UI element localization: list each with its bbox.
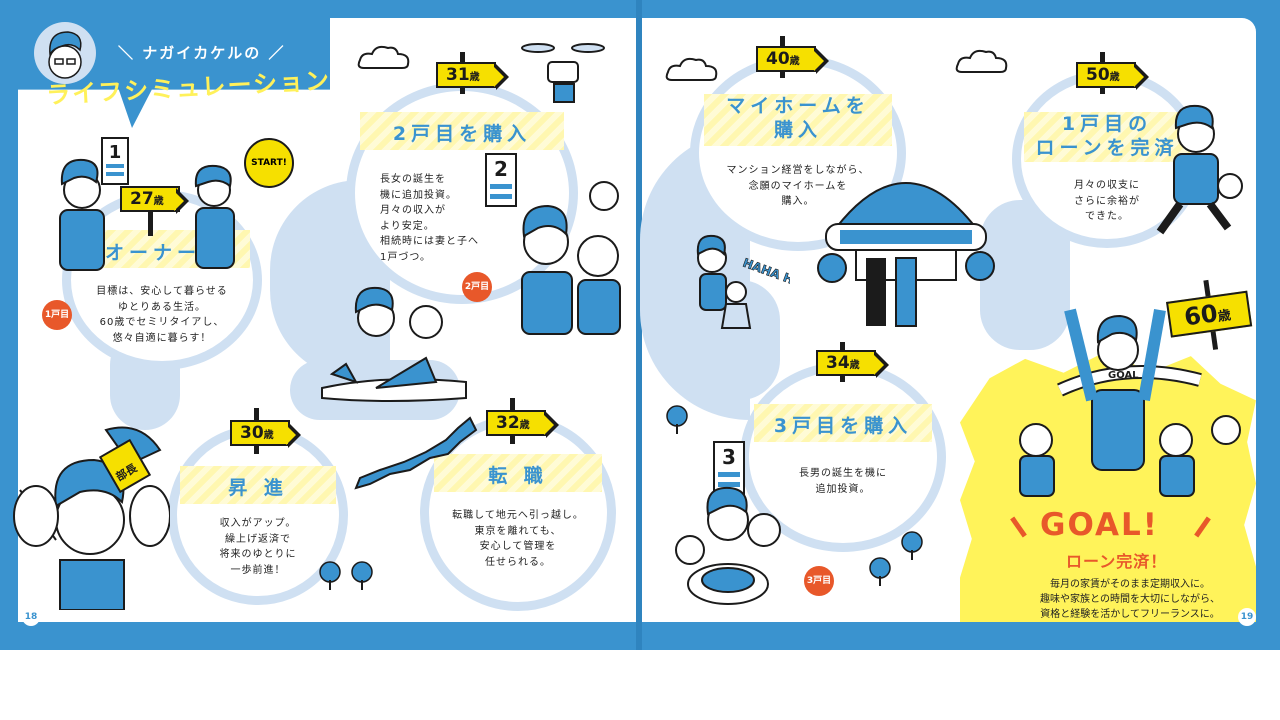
step-30-text: 収入がアップ。繰上げ返済で将来のゆとりに一歩前進！ <box>219 518 297 576</box>
step-50-band <box>1024 112 1190 162</box>
page-number-right: 19 <box>1238 608 1256 626</box>
step-34-heading: 3戸目を購入 <box>773 415 913 437</box>
title-line-1: ＼ ナガイカケルの ／ <box>118 44 286 62</box>
goal-text: 毎月の家賃がそのまま定期収入に。趣味や家族との時間を大切にしながら、資格と経験を… <box>1040 579 1220 620</box>
step-27-text: 目標は、安心して暮らせるゆとりある生活。60歳でセミリタイアし、悠々自適に暮らす… <box>96 286 228 344</box>
tree-icon <box>319 561 373 590</box>
step-31-band <box>360 112 564 150</box>
step-50-heading: 1戸目のローンを完済 <box>1035 113 1179 159</box>
number-sign-2: 2 <box>485 153 517 207</box>
svg-text:2: 2 <box>494 157 508 181</box>
page-number-left: 18 <box>22 608 40 626</box>
page-fold <box>636 0 642 650</box>
airplane-family-illustration <box>321 286 467 402</box>
step-40-text: マンション経営をしながら、念願のマイホームを購入。 <box>726 165 870 207</box>
step-40-heading: マイホームを購入 <box>726 95 870 141</box>
owner-couple-illustration <box>59 158 235 271</box>
author-avatar <box>34 22 96 84</box>
tree-icon <box>869 531 923 586</box>
step-30-band <box>180 466 336 504</box>
goal-title: GOAL! <box>1040 507 1159 543</box>
cloud-icon <box>357 45 410 69</box>
goal-subtitle: ローン完済！ <box>1066 552 1168 571</box>
number-sign-3: 3 <box>713 441 745 495</box>
step-34-badge: 3戸目 <box>804 566 834 596</box>
magazine-spread: ＼ ナガイカケルの ／ ライフシミュレーション オーナーに 目標は、安心して暮ら… <box>0 0 1280 650</box>
step-27-heading: オーナーに <box>104 242 225 264</box>
step-32-heading: 転 職 <box>488 465 548 487</box>
step-31-heading: 2戸目を購入 <box>392 123 532 145</box>
number-sign-1: 1 <box>101 137 129 185</box>
promotion-man-illustration: 部長 <box>13 426 170 610</box>
step-34-text: 長男の誕生を機に追加投資。 <box>799 468 887 495</box>
step-30-bubble <box>168 425 348 605</box>
tree-icon <box>666 405 688 434</box>
step-34-band <box>754 404 932 442</box>
family-second-unit-illustration <box>521 181 621 335</box>
dancing-family-illustration: HAHA HA~ <box>696 234 790 329</box>
goal-ribbon-label: GOAL <box>1108 370 1139 381</box>
loan-paid-man-illustration <box>1156 104 1243 235</box>
start-bubble: START! <box>244 138 294 188</box>
step-50-text: 月々の収支にさらに余裕ができた。 <box>1074 180 1140 222</box>
step-40-band <box>704 94 892 146</box>
step-27-badge: 1戸目 <box>42 300 72 330</box>
step-31-badge: 2戸目 <box>462 272 492 302</box>
family-third-unit-illustration <box>675 486 781 605</box>
step-32-band <box>434 454 602 492</box>
svg-text:3: 3 <box>722 445 736 469</box>
cloud-icon <box>665 57 718 81</box>
goal-celebration-figure: GOAL <box>1019 308 1241 497</box>
svg-text:1: 1 <box>109 142 122 163</box>
cloud-icon <box>955 49 1008 73</box>
drone-illustration <box>521 43 605 103</box>
japan-map-illustration <box>354 416 478 490</box>
step-32-text: 転職して地元へ引っ越し。東京を離れても、安心して管理を任せられる。 <box>452 510 584 568</box>
step-30-heading: 昇 進 <box>228 477 288 499</box>
dome-house-illustration <box>817 182 995 327</box>
haha-label: HAHA HA~ <box>741 256 790 294</box>
